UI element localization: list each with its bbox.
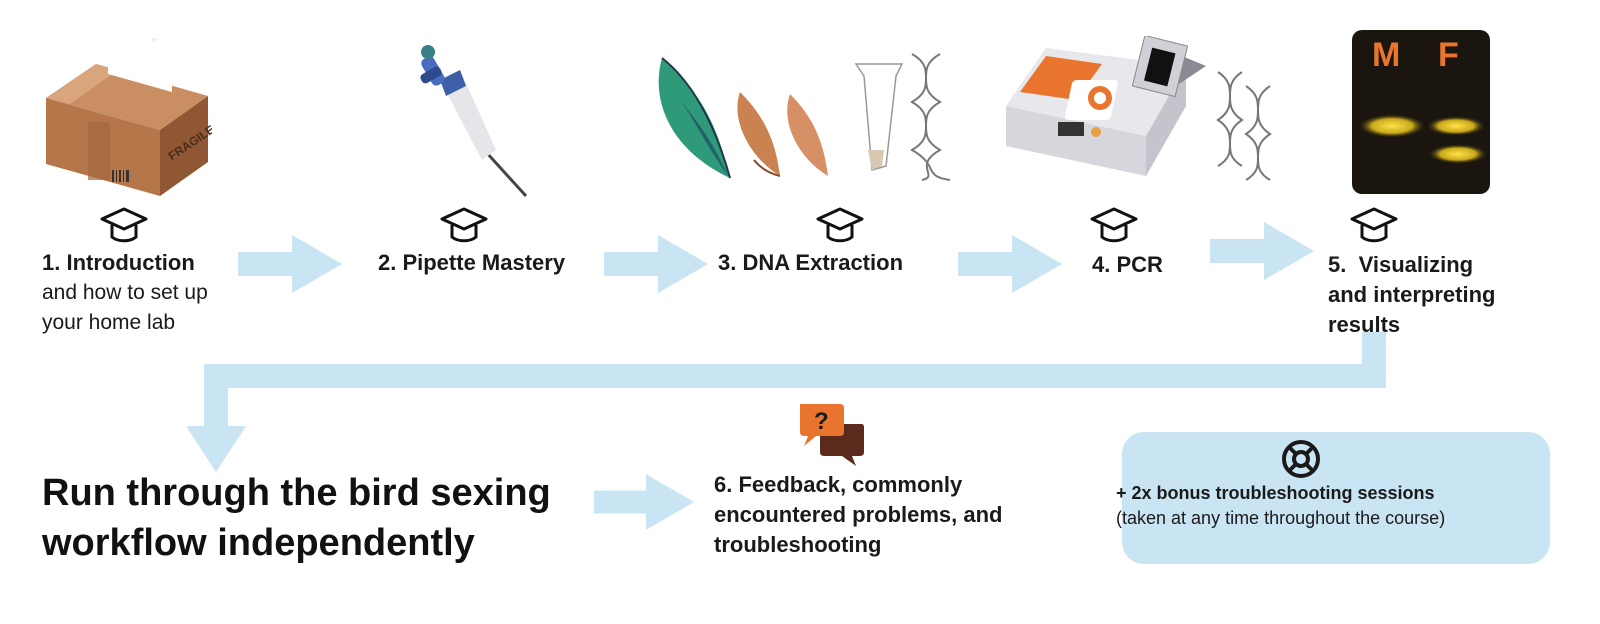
pcr-machine-icon — [1006, 36, 1272, 181]
step-3-title: 3. DNA Extraction — [718, 250, 904, 275]
step-1-title: 1. Introduction — [42, 250, 195, 275]
arrow-right-icon — [604, 235, 708, 293]
arrow-right-icon — [958, 235, 1062, 293]
question-speech-bubbles-icon: ? — [800, 404, 864, 466]
graduation-cap-icon — [440, 207, 488, 243]
lifebuoy-icon — [1282, 440, 1320, 478]
workflow-line-2: workflow independently — [42, 522, 475, 564]
step-1-subtitle-line-2: your home lab — [42, 311, 176, 334]
pipette-icon — [420, 45, 528, 198]
bonus-subtitle: (taken at any time throughout the course… — [1116, 508, 1446, 528]
return-arrow-icon — [186, 332, 1386, 472]
arrow-right-icon — [1210, 222, 1314, 280]
graduation-cap-icon — [1090, 207, 1138, 243]
arrow-right-icon — [238, 235, 342, 293]
graduation-cap-icon — [1350, 207, 1398, 243]
arrow-right-icon — [594, 474, 694, 530]
step-2-title: 2. Pipette Mastery — [378, 250, 566, 275]
step-6-line-1: 6. Feedback, commonly — [714, 472, 963, 497]
step-5-title-line-2: and interpreting — [1328, 282, 1496, 307]
step-4-title: 4. PCR — [1092, 252, 1163, 277]
shipping-box-icon: FRAGILE — [46, 38, 212, 196]
graduation-cap-icon — [816, 207, 864, 243]
gel-lane-label-m: M — [1372, 36, 1400, 74]
bonus-title: + 2x bonus troubleshooting sessions — [1116, 483, 1435, 503]
step-6-line-2: encountered problems, and — [714, 502, 1003, 527]
step-6-line-3: troubleshooting — [714, 532, 882, 557]
gel-image-icon: M F — [1352, 30, 1490, 194]
bonus-sessions-box: + 2x bonus troubleshooting sessions (tak… — [1116, 432, 1550, 564]
gel-lane-label-f: F — [1438, 36, 1459, 74]
feathers-and-dna-icon — [658, 53, 951, 181]
step-1-subtitle-line-1: and how to set up — [42, 281, 208, 304]
step-5-title-line-1: 5. Visualizing — [1328, 252, 1474, 277]
svg-text:?: ? — [814, 408, 829, 435]
workflow-line-1: Run through the bird sexing — [42, 472, 551, 514]
graduation-cap-icon — [100, 207, 148, 243]
